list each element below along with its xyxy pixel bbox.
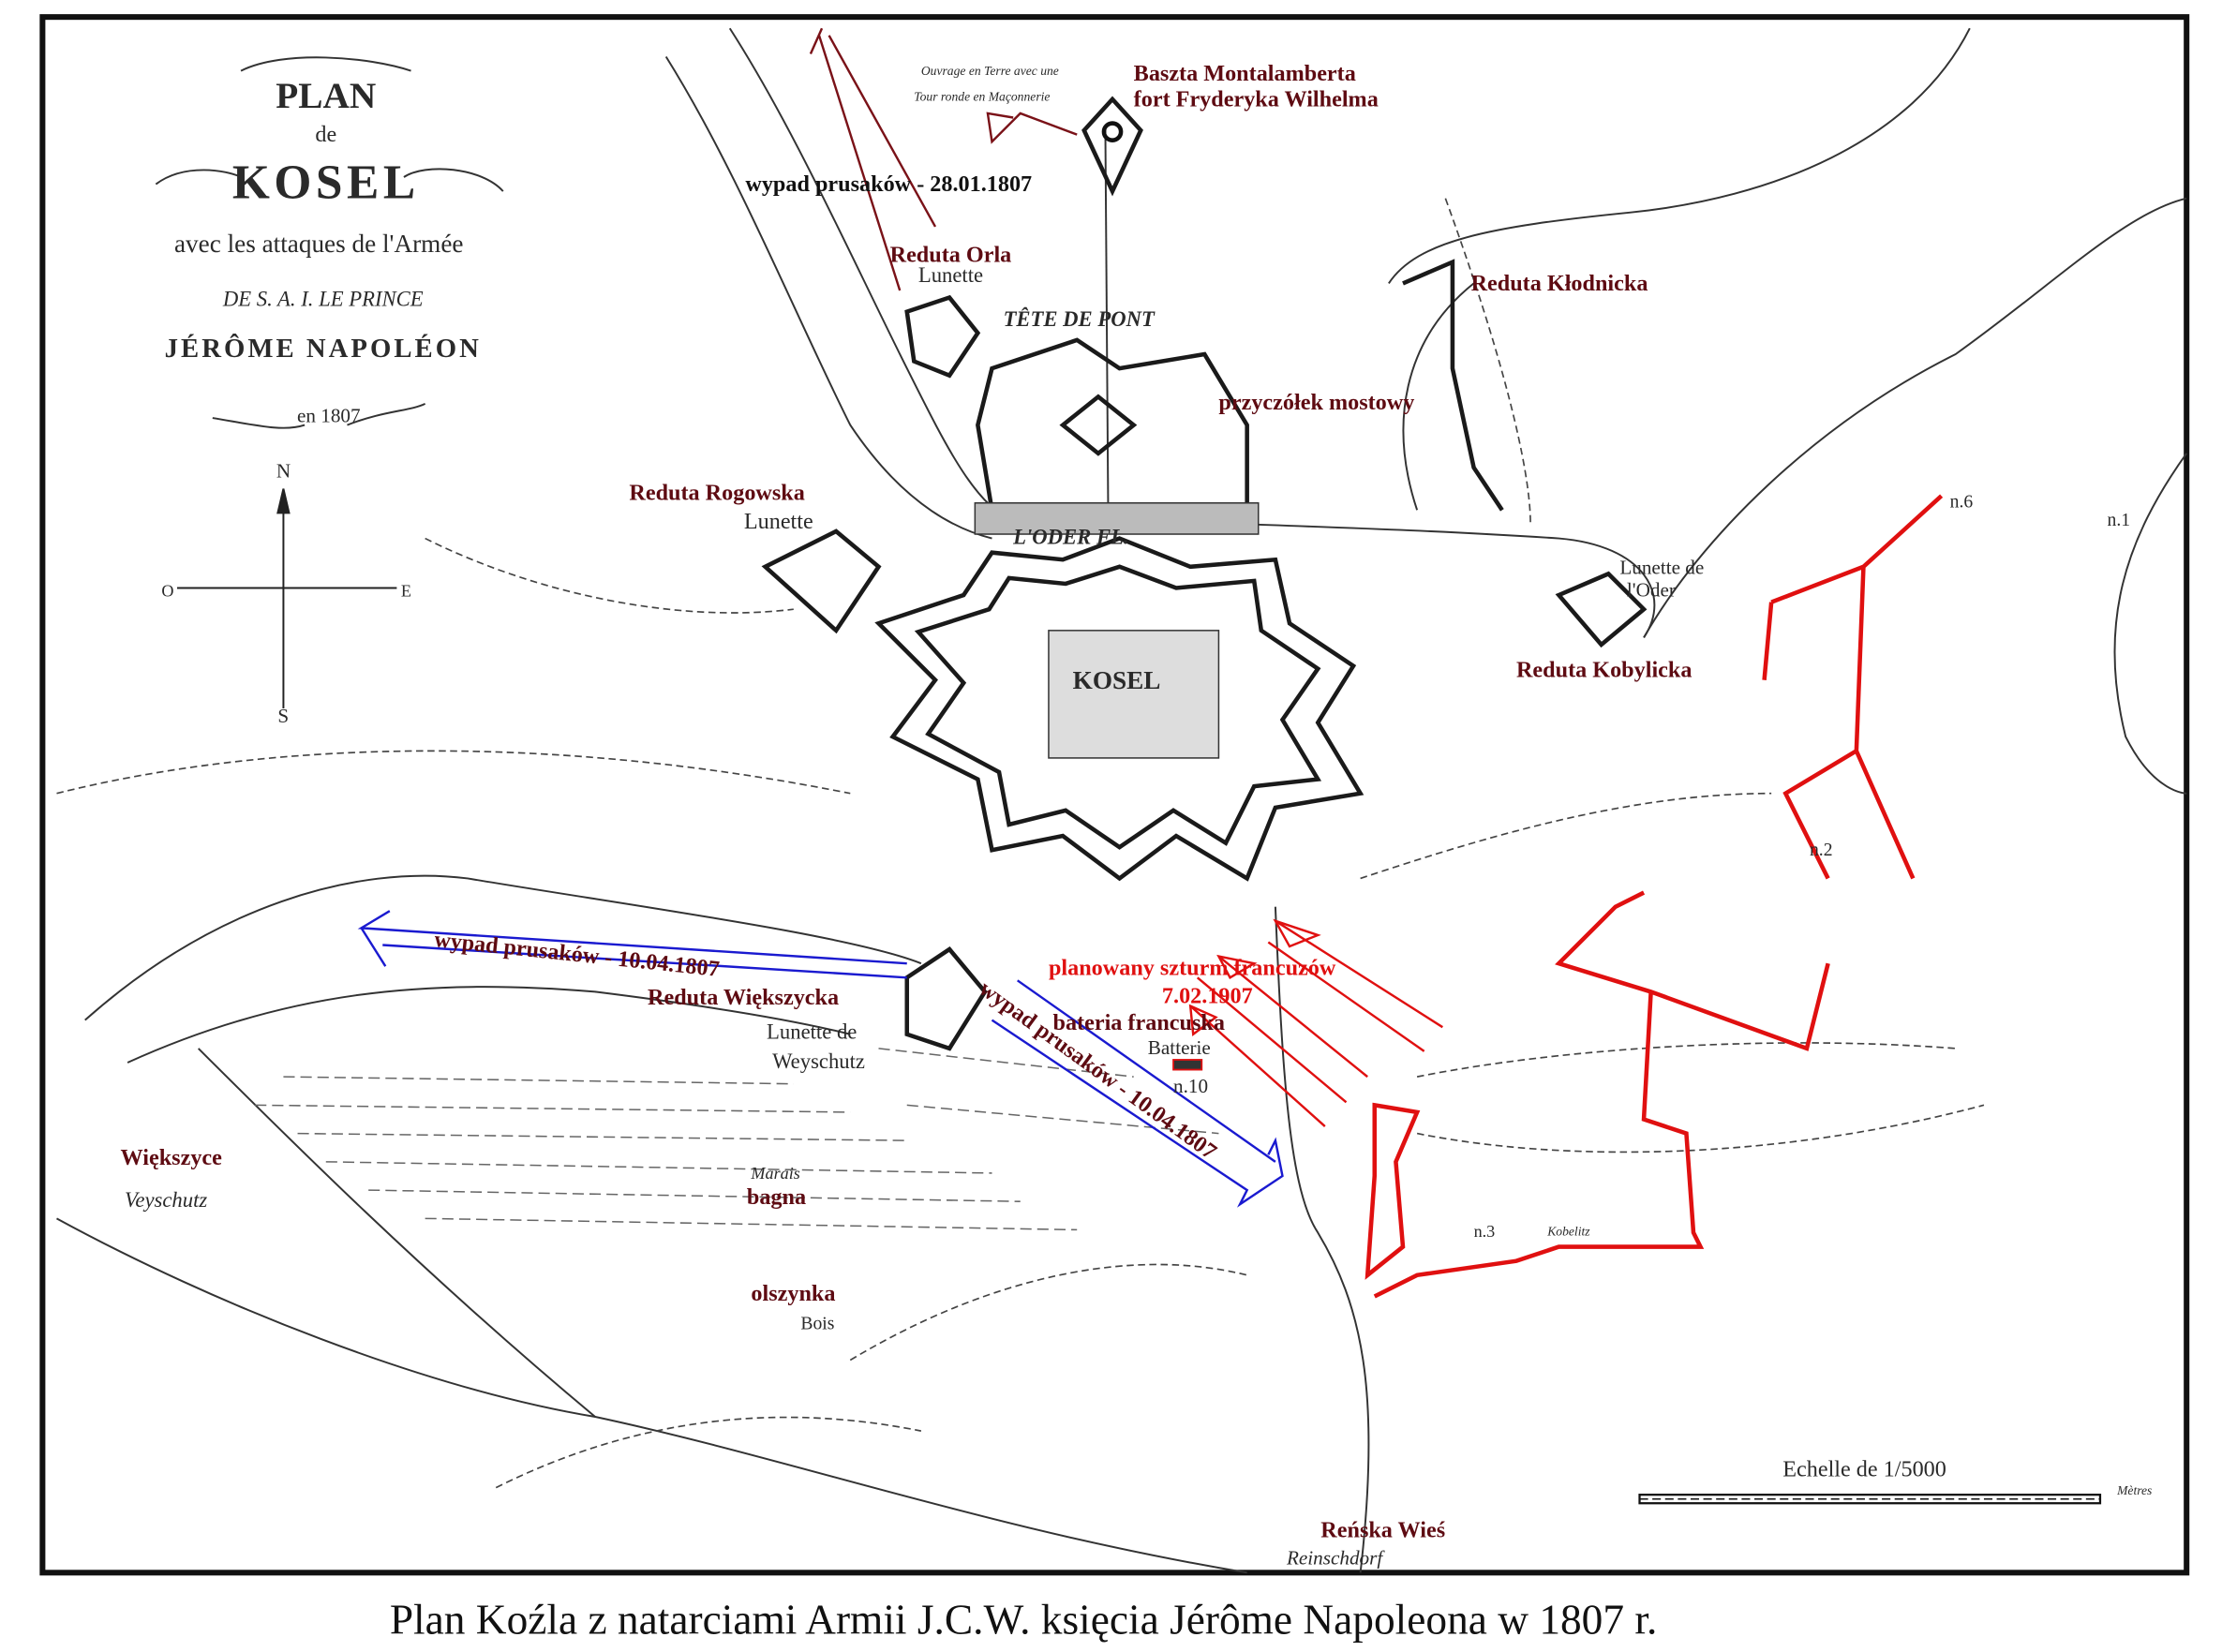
compass-e: E [401, 582, 411, 601]
label-reinschdorf: Reinschdorf [1286, 1546, 1385, 1569]
french-siege-trenches [1365, 494, 1944, 1299]
label-marais: Marais [750, 1164, 799, 1183]
map-caption: Plan Koźla z natarciami Armii J.C.W. ksi… [390, 1596, 1658, 1643]
cartouche-avec: avec les attaques de l'Armée [174, 230, 464, 258]
compass-n: N [276, 460, 291, 483]
terrain-lines [56, 27, 2187, 1574]
map-labels-french: Ouvrage en Terre avec une Tour ronde en … [125, 64, 2130, 1569]
label-veyschutz: Veyschutz [125, 1188, 207, 1212]
label-lunette-oder-1: Lunette de [1619, 556, 1704, 578]
label-ouvrage-2: Tour ronde en Maçonnerie [914, 89, 1050, 103]
label-lunette-oder-2: l'Oder [1627, 579, 1676, 602]
label-lunette-wey-2: Weyschutz [772, 1049, 865, 1073]
label-reduta-wiekszycka: Reduta Większycka [648, 985, 839, 1010]
label-batterie: Batterie [1148, 1036, 1211, 1059]
compass-s: S [277, 705, 289, 727]
label-n1: n.1 [2108, 510, 2131, 530]
label-n10: n.10 [1173, 1075, 1208, 1097]
label-tete-de-pont: TÊTE DE PONT [1004, 306, 1156, 331]
label-reduta-kobylicka: Reduta Kobylicka [1516, 658, 1692, 683]
label-wypad-28-01: wypad prusaków - 28.01.1807 [745, 171, 1032, 197]
cartouche-de: de [315, 122, 336, 147]
cartouche-prince: DE S. A. I. LE PRINCE [222, 288, 424, 311]
label-bagna: bagna [747, 1184, 806, 1210]
label-lunette-orla: Lunette [918, 263, 983, 287]
label-lunette-wey-1: Lunette de [767, 1019, 857, 1043]
french-assault-arrows [1188, 918, 1443, 1127]
cartouche-jerome: JÉRÔME NAPOLÉON [165, 333, 482, 364]
label-bois: Bois [800, 1313, 834, 1333]
label-przyczolek: przyczółek mostowy [1218, 390, 1414, 415]
label-kosel: KOSEL [1073, 666, 1161, 694]
prussian-sortie-arrows [357, 27, 1284, 1208]
label-reduta-rogowska: Reduta Rogowska [629, 481, 804, 506]
label-wypad-10-04-west: wypad prusaków - 10.04.1807 [433, 927, 721, 982]
label-n3: n.3 [1474, 1222, 1496, 1241]
title-cartouche: PLAN de KOSEL avec les attaques de l'Arm… [155, 56, 504, 429]
label-olszynka: olszynka [751, 1281, 835, 1306]
scale-bar: Echelle de 1/5000 Mètres [1638, 1457, 2152, 1505]
label-oder: L'ODER FL. [1012, 526, 1128, 549]
marsh-hatching [255, 1048, 1219, 1231]
scale-unit: Mètres [2116, 1483, 2152, 1497]
label-fort: fort Fryderyka Wilhelma [1134, 86, 1379, 112]
label-reduta-klodnicka: Reduta Kłodnicka [1471, 271, 1648, 296]
label-planowany-szturm: planowany szturm francuzów [1049, 955, 1336, 980]
label-bateria-francuska: bateria francuska [1053, 1010, 1225, 1035]
compass-w: O [161, 582, 173, 601]
label-lunette-rogowska: Lunette [744, 509, 813, 534]
label-n2: n.2 [1810, 840, 1833, 860]
fortress-kosel [761, 96, 1648, 1051]
cartouche-kosel: KOSEL [232, 156, 420, 210]
label-baszta: Baszta Montalamberta [1134, 61, 1356, 86]
label-renska-wies: Reńska Wieś [1320, 1518, 1445, 1543]
label-reduta-orla: Reduta Orla [890, 243, 1012, 268]
cartouche-year: en 1807 [297, 405, 361, 427]
label-kobelitz: Kobelitz [1546, 1224, 1590, 1238]
label-ouvrage-1: Ouvrage en Terre avec une [921, 64, 1059, 78]
label-szturm-date: 7.02.1907 [1162, 984, 1253, 1009]
label-wiekszyce: Większyce [121, 1145, 223, 1170]
cartouche-plan: PLAN [276, 75, 376, 116]
map-labels-polish: Baszta Montalamberta fort Fryderyka Wilh… [121, 61, 1693, 1542]
scale-label: Echelle de 1/5000 [1782, 1457, 1946, 1482]
map-frame [39, 14, 2190, 1576]
label-n6: n.6 [1950, 491, 1974, 512]
compass-rose [177, 488, 397, 709]
